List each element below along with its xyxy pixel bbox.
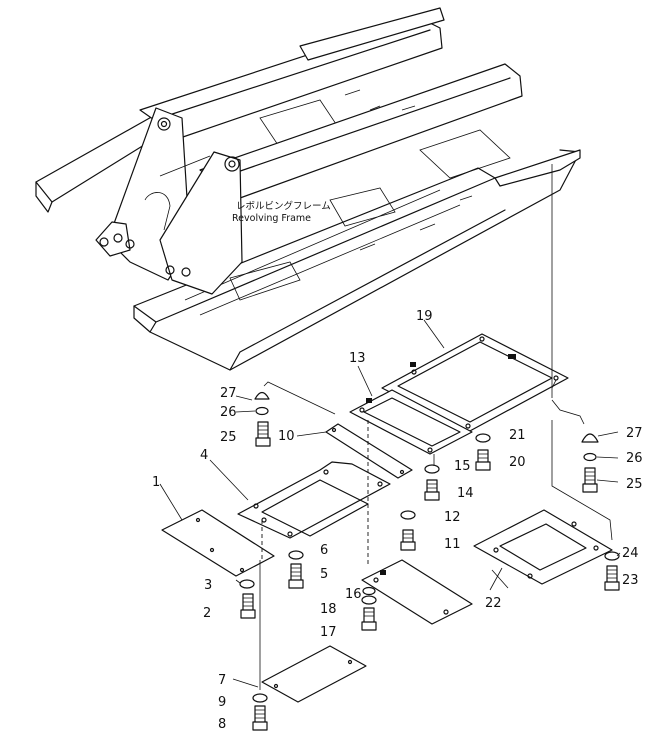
callout-27-right: 27	[626, 426, 643, 441]
washer-3	[239, 579, 255, 589]
cover-4	[237, 461, 391, 539]
callout-7: 7	[218, 673, 226, 688]
callout-26-left: 26	[220, 405, 237, 420]
bolt-23	[604, 565, 620, 591]
washer-16	[362, 586, 376, 596]
washer-24	[604, 551, 620, 561]
callout-4: 4	[200, 448, 208, 463]
washer-15	[424, 464, 440, 474]
callout-8: 8	[218, 717, 226, 732]
callout-15: 15	[454, 459, 471, 474]
callout-2: 2	[203, 606, 211, 621]
frame-label-jp: レボルビングフレーム	[236, 200, 331, 212]
callout-5: 5	[320, 567, 328, 582]
cap-27-right	[581, 433, 599, 443]
alignment-lines	[259, 164, 613, 690]
bolt-8	[252, 705, 268, 731]
bolt-11	[400, 529, 416, 551]
frame-label-en: Revolving Frame	[232, 213, 311, 224]
callout-24: 24	[622, 546, 639, 561]
callout-20: 20	[509, 455, 526, 470]
bolt-5	[288, 563, 304, 589]
callout-3: 3	[204, 578, 212, 593]
callout-25-left: 25	[220, 430, 237, 445]
callout-6: 6	[320, 543, 328, 558]
washer-18	[361, 595, 377, 605]
washer-26-right	[583, 452, 597, 462]
cover-10	[325, 423, 413, 479]
callout-11: 11	[444, 537, 461, 552]
washer-26-left	[255, 406, 269, 416]
leader-lines	[159, 319, 621, 688]
revolving-frame: レボルビングフレーム Revolving Frame	[35, 7, 581, 371]
cover-16	[361, 559, 473, 625]
callout-26-right: 26	[626, 451, 643, 466]
callout-9: 9	[218, 695, 226, 710]
cover-7	[261, 645, 367, 703]
callout-22: 22	[485, 596, 502, 611]
bolt-17	[361, 607, 377, 631]
callout-25-right: 25	[626, 477, 643, 492]
callout-18: 18	[320, 602, 337, 617]
callout-23: 23	[622, 573, 639, 588]
bolt-25-left	[255, 421, 271, 447]
callout-13: 13	[349, 351, 366, 366]
cover-22	[473, 509, 613, 585]
callout-21: 21	[509, 428, 526, 443]
bolt-2	[240, 593, 256, 619]
cap-27-left	[254, 391, 270, 400]
washer-21	[475, 433, 491, 443]
washer-9	[252, 693, 268, 703]
washer-6	[288, 550, 304, 560]
washer-12	[400, 510, 416, 520]
callout-1: 1	[152, 475, 160, 490]
callout-17: 17	[320, 625, 337, 640]
callout-10: 10	[278, 429, 295, 444]
callouts: 1 2 3 4 5 6 7 8 9 10 11 12 13 14 15 16 1…	[152, 309, 643, 732]
callout-27-left: 27	[220, 386, 237, 401]
callout-14: 14	[457, 486, 474, 501]
bolt-25-right	[582, 467, 598, 493]
bolt-20	[475, 449, 491, 471]
callout-16: 16	[345, 587, 362, 602]
cover-1	[161, 509, 275, 577]
bolt-14	[424, 479, 440, 501]
callout-12: 12	[444, 510, 461, 525]
cover-13	[349, 389, 473, 455]
callout-19: 19	[416, 309, 433, 324]
